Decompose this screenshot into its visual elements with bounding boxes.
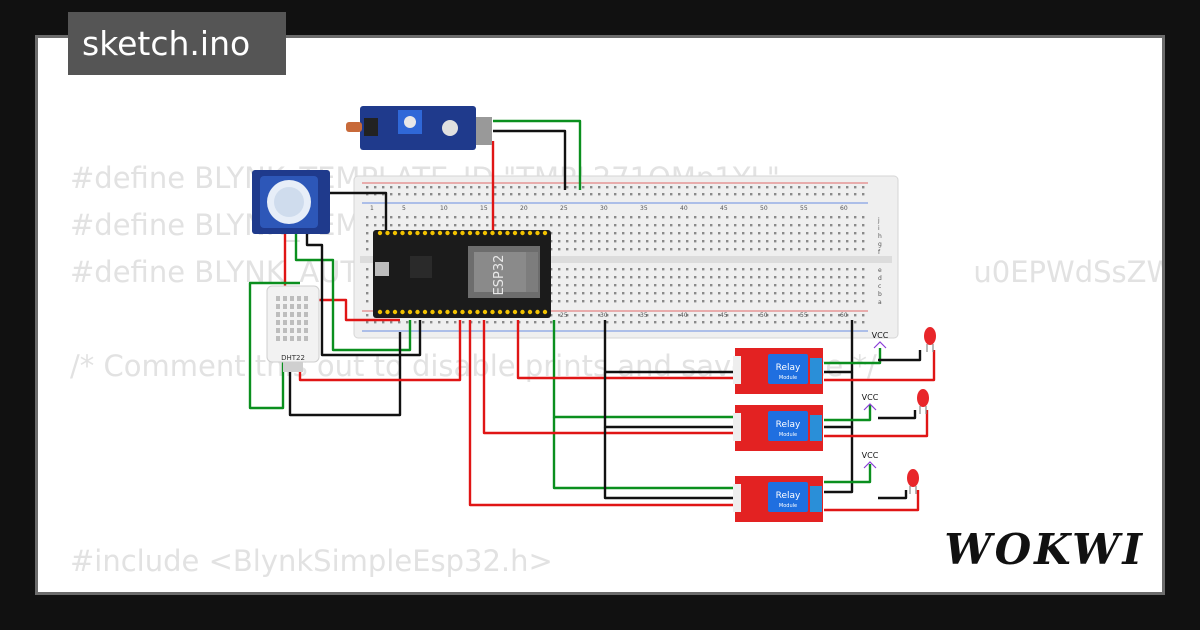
- row-letter: b: [878, 291, 882, 298]
- column-number: 10: [440, 205, 448, 212]
- wires: [248, 119, 936, 512]
- relay-label: Relay: [776, 420, 801, 430]
- column-number: 55: [800, 312, 808, 319]
- column-number: 60: [840, 205, 848, 212]
- file-title: sketch.ino: [68, 12, 286, 75]
- relay-module[interactable]: Relay Module: [733, 348, 823, 394]
- esp32-label: ESP32: [492, 255, 507, 296]
- row-letter: d: [878, 275, 882, 282]
- vcc-label: VCC: [862, 393, 879, 402]
- column-number: 35: [640, 205, 648, 212]
- row-letter: g: [878, 241, 882, 248]
- relay-sublabel: Module: [779, 503, 797, 509]
- wokwi-logo: WOKWI: [944, 525, 1145, 574]
- ldr-sensor-module[interactable]: [346, 106, 492, 150]
- relay-label: Relay: [776, 491, 801, 501]
- row-letter: i: [878, 225, 880, 232]
- column-number: 5: [402, 205, 406, 212]
- relay-sublabel: Module: [779, 432, 797, 438]
- relay-module[interactable]: Relay Module: [733, 476, 823, 522]
- column-number: 30: [600, 205, 608, 212]
- column-number: 40: [680, 312, 688, 319]
- dht22-sensor[interactable]: DHT22: [266, 285, 320, 372]
- column-number: 35: [640, 312, 648, 319]
- column-number: 45: [720, 312, 728, 319]
- row-letter: h: [878, 233, 882, 240]
- esp32-board[interactable]: ESP32: [373, 230, 551, 318]
- code-line: #include <BlynkSimpleEsp32.h>: [70, 544, 553, 578]
- column-number: 15: [480, 205, 488, 212]
- row-letter: e: [878, 267, 882, 274]
- code-line: #include <DHT.h>: [70, 585, 343, 592]
- led[interactable]: [924, 327, 936, 352]
- column-number: 50: [760, 205, 768, 212]
- dht-label: DHT22: [281, 354, 305, 362]
- column-number: 50: [760, 312, 768, 319]
- vcc-marker: VCC: [862, 451, 879, 469]
- led[interactable]: [907, 469, 919, 494]
- vcc-label: VCC: [862, 451, 879, 460]
- row-letter: j: [877, 217, 880, 224]
- column-number: 45: [720, 205, 728, 212]
- column-number: 1: [370, 205, 374, 212]
- column-number: 25: [560, 312, 568, 319]
- led[interactable]: [917, 389, 929, 414]
- row-letter: f: [878, 249, 881, 256]
- column-number: 20: [520, 205, 528, 212]
- column-number: 55: [800, 205, 808, 212]
- vcc-marker: VCC: [872, 331, 889, 349]
- relay-label: Relay: [776, 363, 801, 373]
- vcc-label: VCC: [872, 331, 889, 340]
- row-letter: c: [878, 283, 881, 290]
- relay-module[interactable]: Relay Module: [733, 405, 823, 451]
- vcc-marker: VCC: [862, 393, 879, 411]
- pir-motion-sensor[interactable]: [252, 170, 330, 234]
- column-number: 60: [840, 312, 848, 319]
- column-number: 30: [600, 312, 608, 319]
- relay-sublabel: Module: [779, 375, 797, 381]
- row-letter: a: [878, 299, 882, 306]
- column-number: 40: [680, 205, 688, 212]
- column-number: 25: [560, 205, 568, 212]
